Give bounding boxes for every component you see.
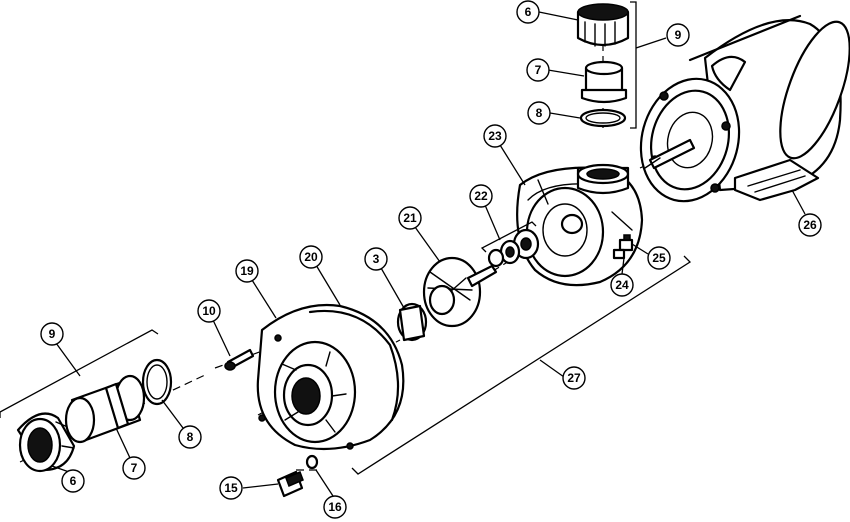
callout-8-left: 8 (178, 425, 202, 449)
callout-27: 27 (562, 366, 586, 390)
callout-label: 20 (304, 250, 318, 264)
screw (224, 348, 255, 371)
callout-label: 9 (675, 28, 682, 42)
wear-ring (396, 302, 428, 342)
top-union-set (576, 1, 637, 129)
callout-19: 19 (235, 259, 259, 283)
callout-3: 3 (364, 247, 388, 271)
left-union-set (0, 329, 173, 473)
callout-20: 20 (299, 245, 323, 269)
callout-label: 7 (131, 461, 138, 475)
drain-plug (276, 454, 319, 498)
callout-label: 26 (803, 218, 817, 232)
callout-7-top: 7 (526, 58, 550, 82)
callout-25: 25 (647, 246, 671, 270)
callout-15: 15 (219, 476, 243, 500)
kit-bracket (351, 255, 692, 475)
callout-22: 22 (469, 184, 493, 208)
callout-24: 24 (610, 273, 634, 297)
callout-label: 16 (328, 500, 342, 514)
callout-label: 19 (240, 264, 254, 278)
callout-6-top: 6 (516, 0, 540, 24)
impeller (422, 256, 498, 328)
callout-label: 25 (652, 251, 666, 265)
callout-21: 21 (398, 206, 422, 230)
callout-label: 3 (373, 252, 380, 266)
callout-label: 23 (488, 129, 502, 143)
callout-label: 8 (536, 106, 543, 120)
callout-26: 26 (798, 213, 822, 237)
callout-7-left: 7 (122, 456, 146, 480)
seal-bracket (480, 221, 537, 253)
callout-9-top: 9 (666, 23, 690, 47)
callout-16: 16 (323, 495, 347, 519)
callout-6-left: 6 (61, 469, 85, 493)
callout-label: 10 (202, 304, 216, 318)
faceplate (256, 303, 405, 451)
motor (639, 14, 850, 203)
callout-label: 27 (567, 371, 581, 385)
callout-9-left: 9 (40, 322, 64, 346)
callout-label: 21 (403, 211, 417, 225)
callout-label: 6 (525, 5, 532, 19)
callout-23: 23 (483, 124, 507, 148)
callout-label: 7 (535, 63, 542, 77)
leader-lines (51, 11, 806, 497)
callout-10: 10 (197, 299, 221, 323)
callout-label: 24 (615, 278, 629, 292)
callout-label: 22 (474, 189, 488, 203)
callout-label: 8 (187, 430, 194, 444)
drain-plugs (612, 234, 634, 260)
callout-8-top: 8 (527, 101, 551, 125)
callout-label: 15 (224, 481, 238, 495)
callout-label: 6 (70, 474, 77, 488)
wet-end-housing (516, 163, 644, 287)
shaft-seal (487, 228, 540, 268)
callout-label: 9 (49, 327, 56, 341)
